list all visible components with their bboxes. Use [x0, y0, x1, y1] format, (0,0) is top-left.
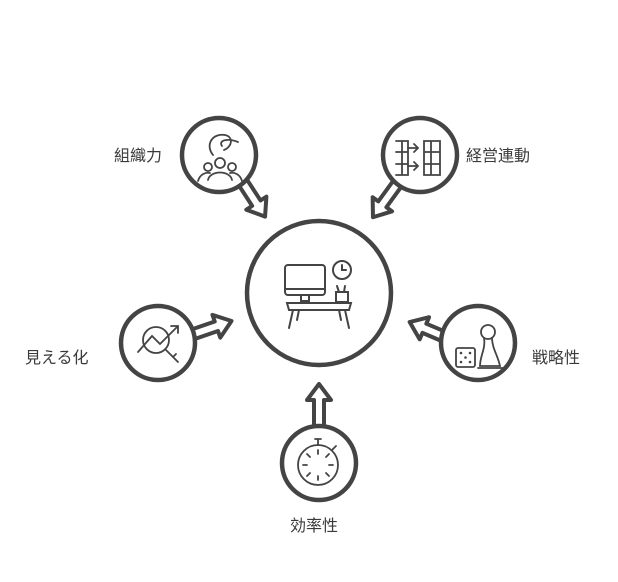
node-mieruka [118, 303, 198, 383]
node-keiei-rendo [380, 115, 460, 195]
chart-magnifier-icon [137, 325, 179, 363]
node-label-koritsusei: 効率性 [290, 516, 339, 535]
node-label-mieruka: 見える化 [25, 348, 89, 367]
linked-tables-icon [395, 140, 441, 176]
node-senryakusei [438, 303, 518, 383]
center-node [244, 218, 394, 368]
stopwatch-icon [297, 438, 339, 486]
node-label-soshikiryoku: 組織力 [114, 146, 163, 165]
node-koritsusei [279, 423, 359, 503]
arrow-koritsusei-to-center [305, 382, 333, 432]
node-label-senryakusei: 戦略性 [532, 348, 581, 367]
desk-workstation-icon [284, 260, 353, 329]
team-ideas-icon [197, 133, 243, 182]
node-soshikiryoku [179, 115, 259, 195]
node-label-keiei-rendo: 経営連動 [466, 146, 531, 165]
strategy-game-piece-icon [455, 324, 504, 369]
